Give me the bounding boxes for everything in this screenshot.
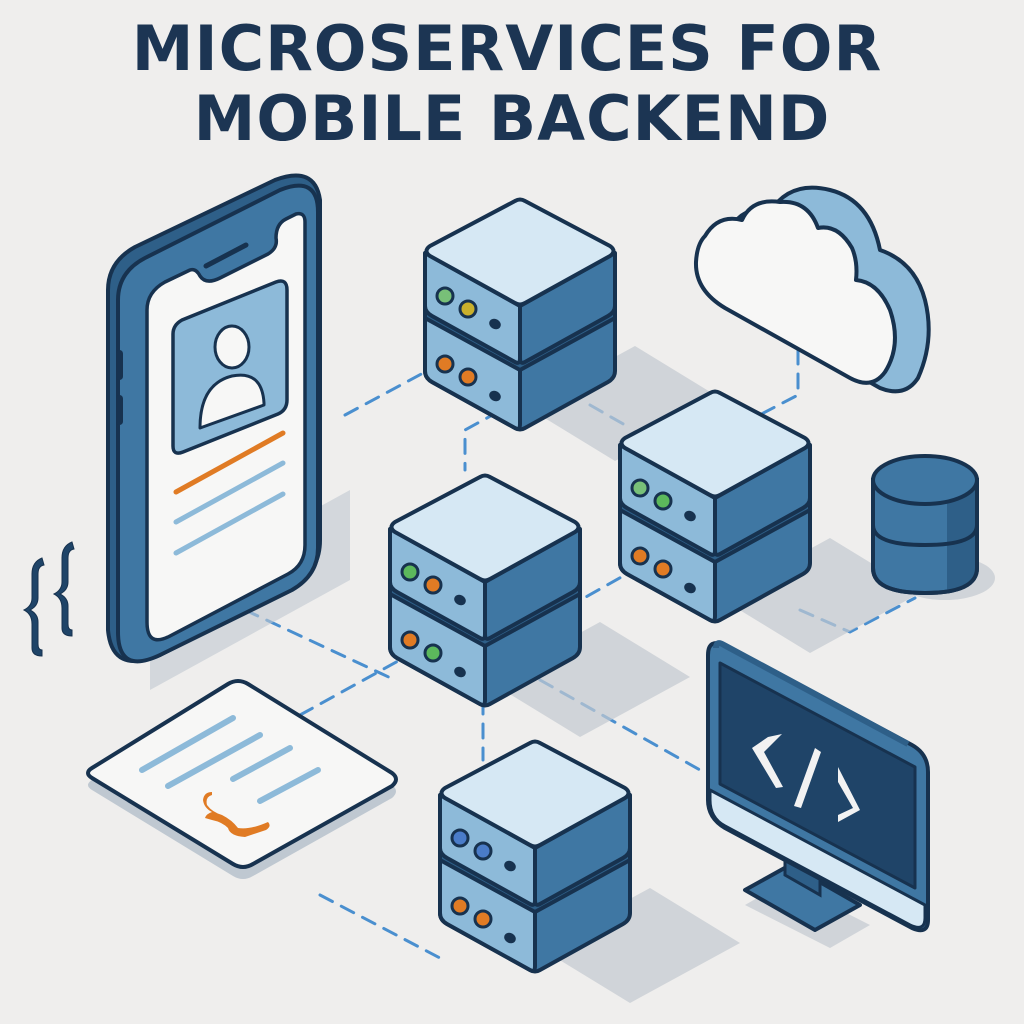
document-icon (86, 679, 398, 879)
led-orange (473, 909, 493, 929)
monitor-icon (706, 640, 930, 948)
led-yellow (458, 299, 478, 319)
server-top (423, 197, 727, 463)
led-orange (400, 630, 420, 650)
curly-brace-icon (203, 792, 270, 837)
led-green (630, 478, 650, 498)
led-orange (450, 896, 470, 916)
code-tag-icon (752, 734, 860, 822)
led-blue (450, 828, 470, 848)
user-avatar-icon (171, 279, 289, 455)
led-orange (423, 575, 443, 595)
led-orange (653, 559, 673, 579)
led-green (653, 491, 673, 511)
blue-text-line (173, 460, 286, 525)
led-blue (473, 841, 493, 861)
title-line-2: MOBILE BACKEND (193, 82, 831, 155)
curly-braces-icon (22, 541, 75, 657)
server-bottom (438, 739, 742, 1005)
led-green (400, 562, 420, 582)
orange-text-line (173, 430, 286, 495)
led-green (423, 643, 443, 663)
cloud-icon (693, 185, 931, 394)
database-icon (871, 454, 995, 600)
led-orange (630, 546, 650, 566)
page-title: MICROSERVICES FOR MOBILE BACKEND (0, 14, 1024, 154)
led-green (435, 286, 455, 306)
blue-text-line (173, 491, 286, 556)
title-line-1: MICROSERVICES FOR (131, 12, 883, 85)
server-center (388, 473, 692, 739)
led-orange (458, 367, 478, 387)
led-orange (435, 354, 455, 374)
server-right (618, 389, 922, 655)
smartphone-icon (106, 173, 350, 690)
